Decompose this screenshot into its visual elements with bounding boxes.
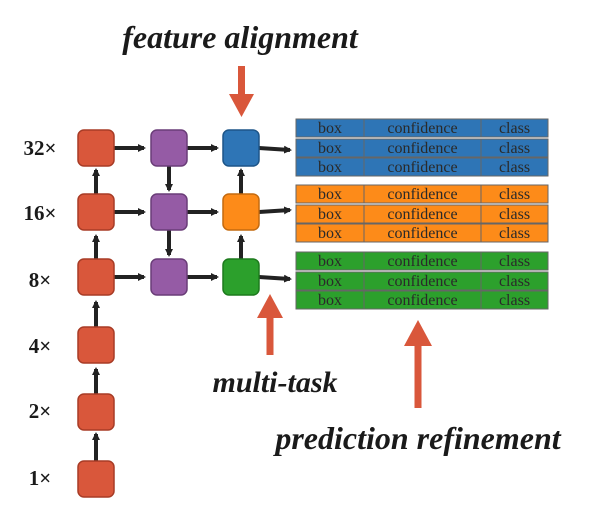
prediction-row: box confidence class [295,290,549,310]
prediction-cell-bg [480,184,549,204]
prediction-cell-box: box [318,225,342,242]
arrow-h32-pred [258,145,292,154]
prediction-cell-confidence: confidence [387,120,457,137]
prediction-cell-class: class [499,159,530,176]
backbone-nodes [77,129,115,498]
backbone-node-32x [77,129,115,167]
prediction-tables: box confidence class box confidence class box c… [295,118,549,310]
scale-label-1x: 1× [29,466,51,490]
prediction-cell-class: class [499,292,530,309]
connection-arrows [92,144,292,461]
prediction-refinement-caption: prediction refinement [272,420,561,456]
prediction-cell-box: box [318,253,342,270]
prediction-table-32x: box confidence class box confidence class box c… [295,118,549,177]
fusion-node-32x [150,129,188,167]
prediction-cell-box: box [318,186,342,203]
backbone-node-1x [77,460,115,498]
prediction-cell-box: box [318,140,342,157]
prediction-cell-class: class [499,225,530,242]
prediction-cell-box: box [318,159,342,176]
prediction-row: box confidence class [295,251,549,271]
backbone-node-8x [77,258,115,296]
backbone-node-4x [77,326,115,364]
backbone-node-16x [77,193,115,231]
arrow-h16-pred [258,206,292,215]
head-node-8x [222,258,260,296]
prediction-cell-confidence: confidence [387,273,457,290]
prediction-row: box confidence class [295,223,549,243]
prediction-table-8x: box confidence class box confidence class box c… [295,251,549,310]
prediction-cell-bg [480,204,549,224]
feature-alignment-arrow [229,66,254,117]
head-node-16x [222,193,260,231]
prediction-cell-confidence: confidence [387,292,457,309]
prediction-table-16x: box confidence class box confidence class box c… [295,184,549,243]
prediction-cell-confidence: confidence [387,159,457,176]
prediction-cell-class: class [499,186,530,203]
prediction-row: box confidence class [295,204,549,224]
prediction-cell-bg [480,251,549,271]
head-node-32x [222,129,260,167]
prediction-cell-bg [480,118,549,138]
scale-label-4x: 4× [29,334,51,358]
prediction-cell-bg [480,290,549,310]
backbone-node-2x [77,393,115,431]
prediction-cell-box: box [318,206,342,223]
scale-label-8x: 8× [29,268,51,292]
prediction-row: box confidence class [295,118,549,138]
prediction-cell-bg [480,223,549,243]
prediction-cell-confidence: confidence [387,186,457,203]
prediction-cell-confidence: confidence [387,253,457,270]
prediction-row: box confidence class [295,138,549,158]
scale-label-32x: 32× [24,136,57,160]
prediction-cell-box: box [318,292,342,309]
prediction-cell-class: class [499,273,530,290]
prediction-cell-box: box [318,120,342,137]
prediction-cell-bg [480,271,549,291]
fusion-node-16x [150,193,188,231]
prediction-row: box confidence class [295,184,549,204]
scale-label-2x: 2× [29,399,51,423]
prediction-cell-confidence: confidence [387,206,457,223]
prediction-cell-box: box [318,273,342,290]
prediction-cell-confidence: confidence [387,140,457,157]
prediction-row: box confidence class [295,157,549,177]
prediction-row: box confidence class [295,271,549,291]
scale-label-16x: 16× [24,201,57,225]
prediction-cell-bg [480,157,549,177]
prediction-cell-class: class [499,120,530,137]
head-nodes [222,129,260,296]
arrow-h8-pred [258,274,292,283]
prediction-cell-class: class [499,206,530,223]
multi-task-arrow [257,294,283,355]
multi-task-caption: multi-task [212,366,337,399]
prediction-refinement-arrow [404,320,432,408]
annotation-arrows [229,66,432,408]
fusion-node-8x [150,258,188,296]
feature-alignment-caption: feature alignment [122,19,359,55]
prediction-cell-confidence: confidence [387,225,457,242]
prediction-cell-bg [480,138,549,158]
fusion-nodes [150,129,188,296]
prediction-cell-class: class [499,253,530,270]
prediction-cell-class: class [499,140,530,157]
